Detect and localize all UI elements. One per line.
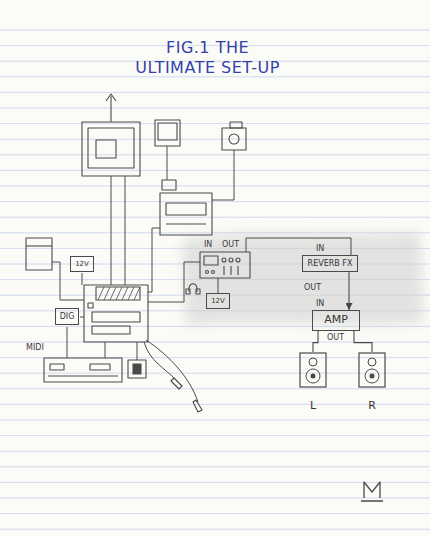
camera — [222, 122, 246, 150]
device-box: AMP — [312, 310, 360, 331]
device-box: 12V — [206, 293, 230, 309]
port-label: IN — [316, 245, 324, 253]
wire — [146, 340, 198, 402]
ruled-line — [0, 30, 430, 31]
pencil-wash — [182, 232, 424, 326]
wire — [148, 228, 160, 292]
cabinet-outline — [359, 353, 385, 387]
ruled-line — [0, 326, 430, 327]
speaker-cabinet — [358, 352, 386, 388]
side-box — [26, 238, 52, 270]
box-label: 12V — [211, 297, 225, 305]
ruled-line — [0, 513, 430, 514]
console — [84, 285, 148, 342]
speaker: R — [358, 352, 386, 413]
wire — [212, 150, 234, 200]
signal-cable — [313, 331, 318, 352]
ruled-line — [0, 201, 430, 202]
box-label: L — [299, 400, 327, 413]
ruled-line — [0, 92, 430, 93]
device-box: DIG — [55, 308, 80, 325]
port-label: OUT — [327, 334, 344, 342]
wire — [218, 278, 219, 293]
wire — [82, 273, 83, 285]
speaker: L — [299, 352, 327, 413]
speaker-cabinet — [299, 352, 327, 388]
paper-ruling — [0, 30, 430, 529]
device-box: 12V — [70, 256, 94, 272]
box-label: R — [358, 400, 386, 413]
wire — [67, 327, 68, 358]
title: FIG.1 THE ULTIMATE SET-UP — [125, 38, 290, 78]
wire — [125, 176, 126, 285]
wire — [137, 342, 138, 360]
signal-cable — [348, 272, 349, 310]
small-box — [128, 360, 146, 378]
cabinet-outline — [300, 353, 326, 387]
box-label: AMP — [317, 314, 355, 327]
tweeter — [309, 358, 317, 366]
rca-plugs — [171, 378, 202, 412]
signal-cable — [354, 331, 372, 352]
ruled-line — [0, 139, 430, 140]
midi-label: MIDI — [26, 344, 44, 352]
woofer-cap — [370, 374, 375, 379]
keyboard — [44, 358, 122, 382]
ruled-line — [0, 435, 430, 436]
port-label: IN — [316, 300, 324, 308]
mixer — [200, 252, 250, 278]
wire — [148, 262, 200, 302]
wire — [246, 238, 351, 255]
ruled-line — [0, 388, 430, 389]
ruled-line — [0, 154, 430, 155]
box-label: DIG — [60, 312, 75, 321]
ruled-line — [0, 466, 430, 467]
woofer-cap — [311, 374, 316, 379]
tweeter — [368, 358, 376, 366]
ruled-line — [0, 123, 430, 124]
ruled-line — [0, 232, 430, 233]
port-label: IN — [204, 241, 212, 249]
box-label: 12V — [75, 260, 89, 268]
woofer — [306, 369, 320, 383]
wire — [80, 317, 84, 318]
small-monitor — [155, 120, 180, 146]
signature-mark — [361, 482, 383, 501]
woofer — [365, 369, 379, 383]
box-label: REVERB FX — [307, 259, 353, 268]
ruled-line — [0, 482, 430, 483]
wire — [105, 342, 106, 358]
ruled-line — [0, 170, 430, 171]
ruled-line — [0, 451, 430, 452]
ruled-line — [0, 498, 430, 499]
cables — [52, 146, 351, 402]
ruled-line — [0, 186, 430, 187]
ruled-line — [0, 420, 430, 421]
ruled-line — [0, 404, 430, 405]
headphones — [186, 284, 200, 294]
wire — [167, 146, 168, 180]
big-monitor — [82, 94, 140, 176]
port-label: OUT — [304, 284, 321, 292]
port-label: OUT — [222, 241, 239, 249]
ruled-line — [0, 217, 430, 218]
video-recorder — [160, 180, 212, 235]
ruled-line — [0, 529, 430, 530]
ruled-line — [0, 108, 430, 109]
wire — [111, 176, 112, 285]
device-box: REVERB FX — [302, 255, 358, 272]
